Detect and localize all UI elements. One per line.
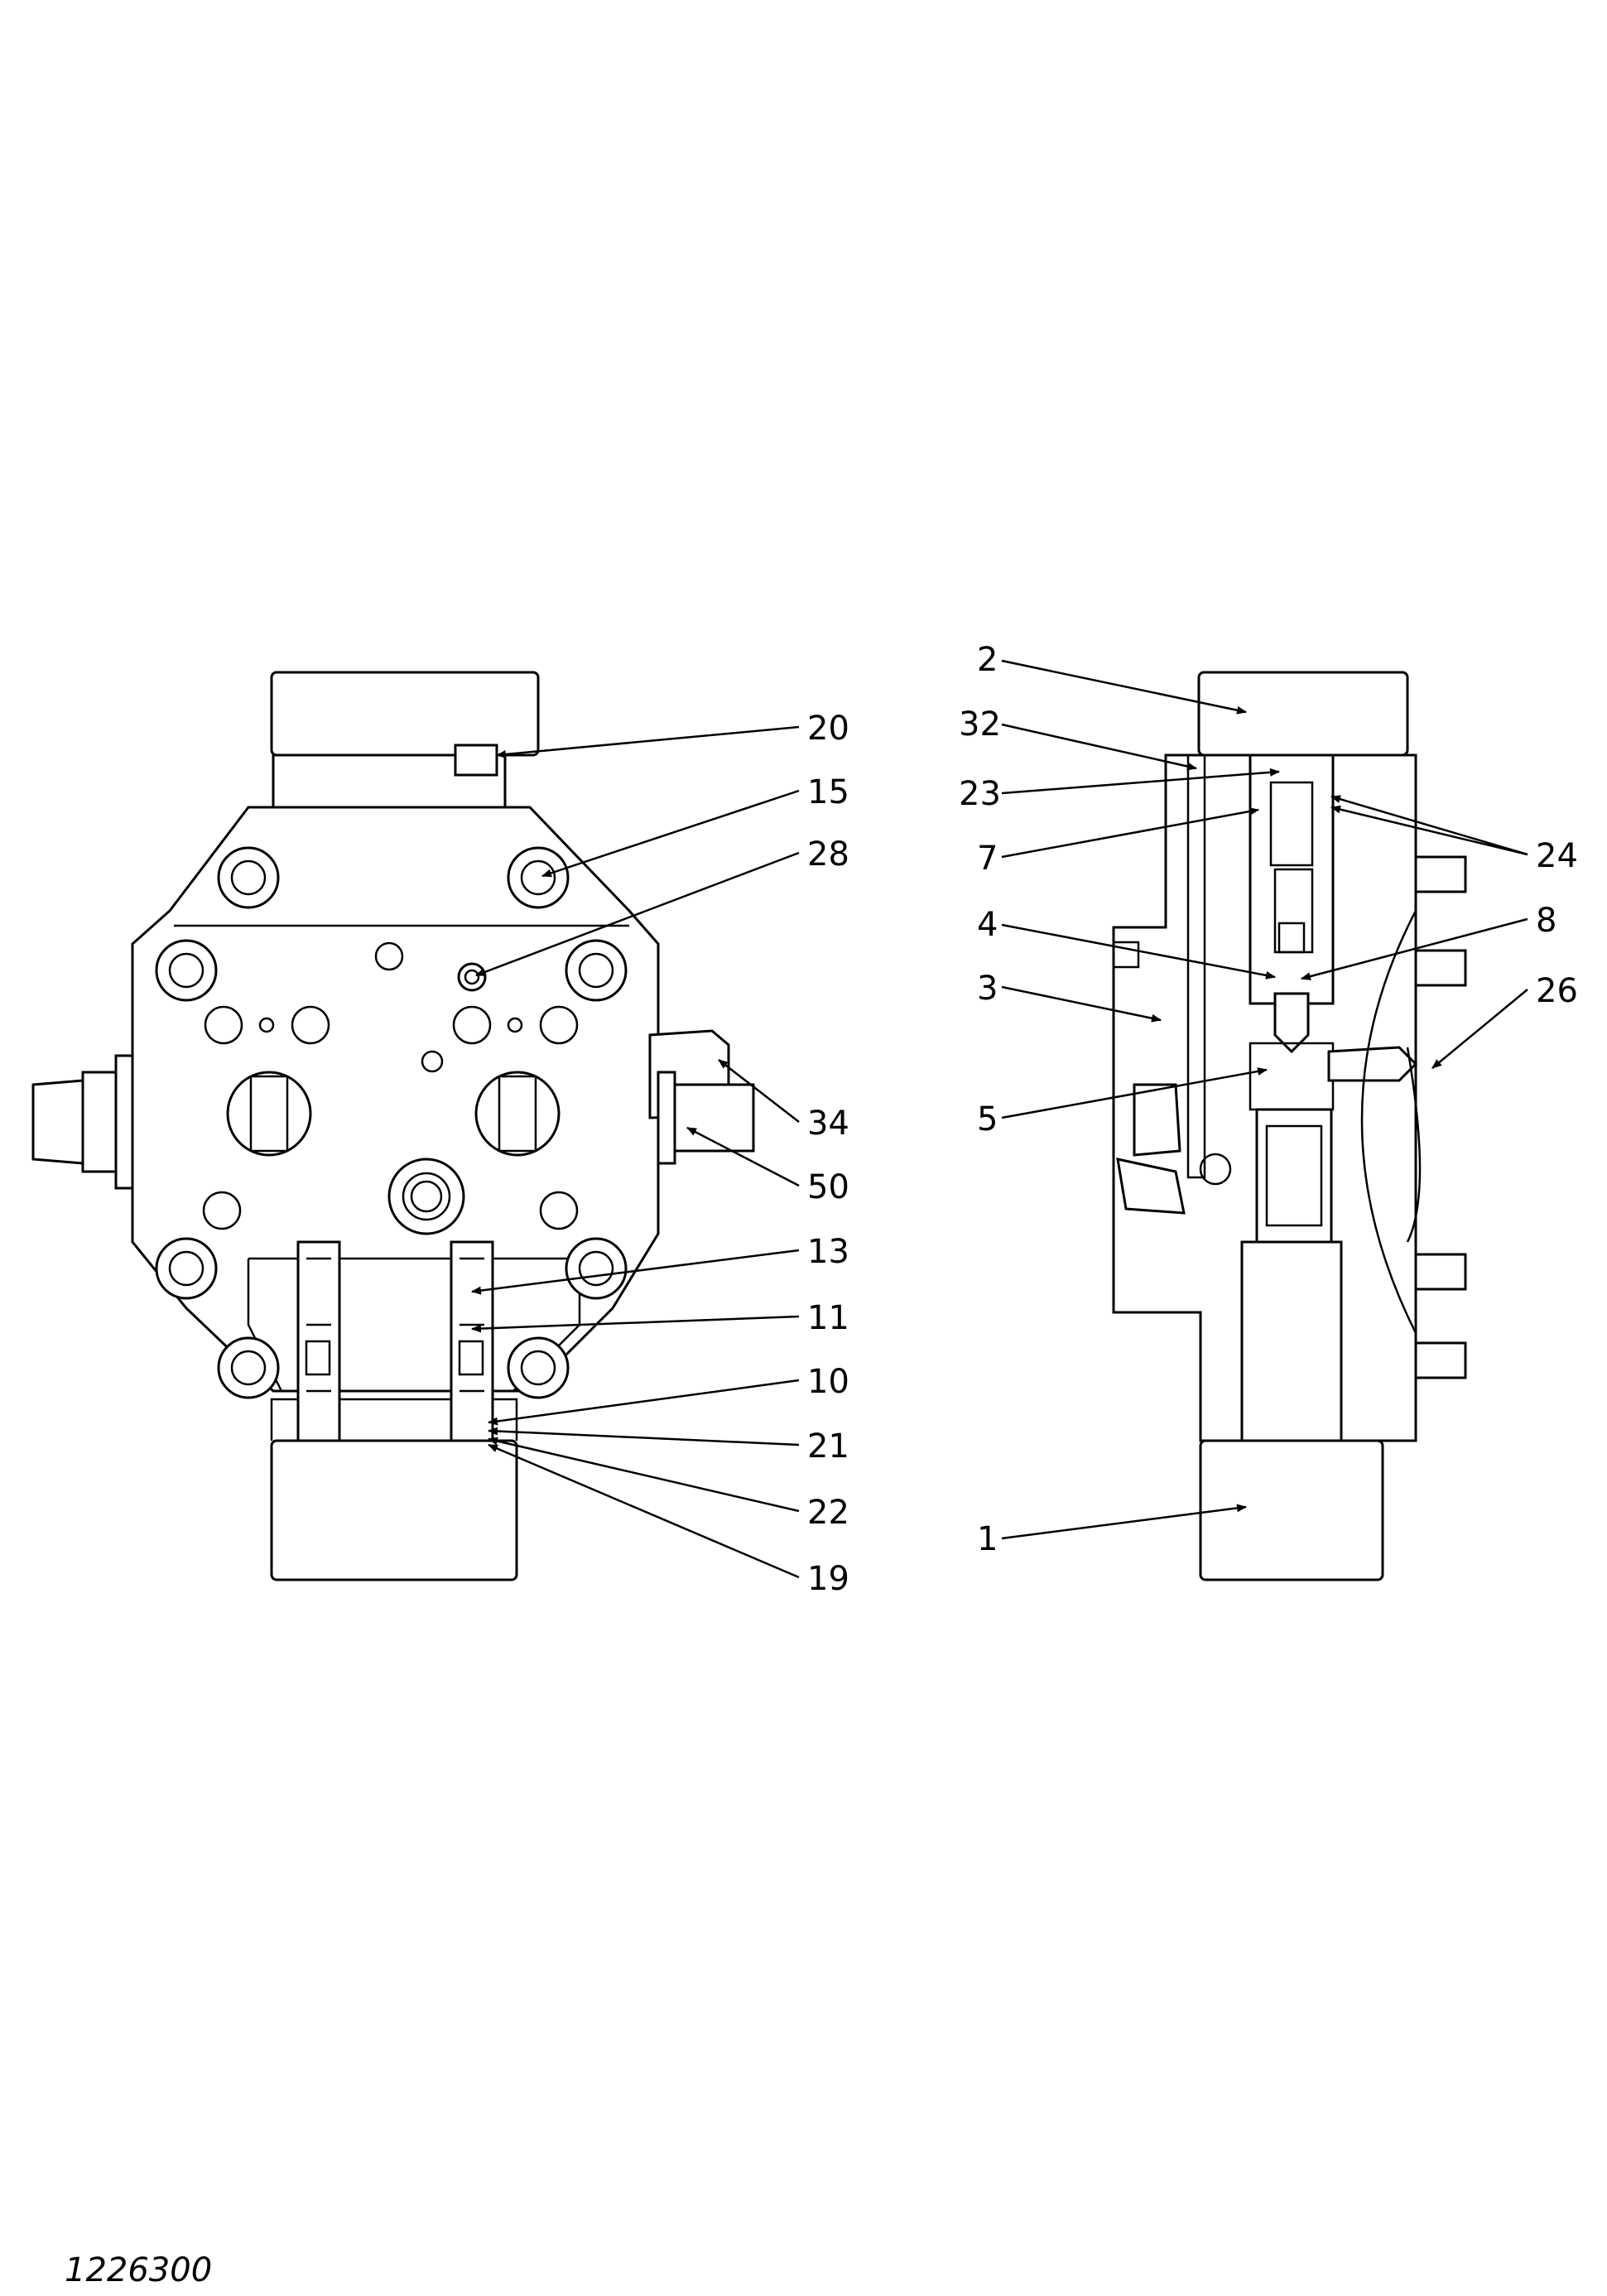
callout-4: 4: [977, 906, 998, 944]
callout-3: 3: [977, 970, 998, 1008]
callout-2: 2: [977, 641, 998, 679]
callout-19: 19: [807, 1560, 849, 1598]
callout-32: 32: [959, 705, 1001, 744]
callout-22: 22: [807, 1494, 849, 1532]
callout-50: 50: [807, 1168, 849, 1206]
callout-10: 10: [807, 1363, 849, 1401]
right-callout-leaders: [1001, 659, 1528, 1540]
callout-26: 26: [1536, 972, 1578, 1010]
callout-5: 5: [977, 1100, 998, 1138]
callout-28: 28: [807, 835, 849, 874]
right-view-section: [1112, 671, 1467, 1581]
callout-13: 13: [807, 1233, 849, 1271]
left-callout-leaders: [471, 725, 800, 1579]
callout-20: 20: [807, 710, 849, 748]
callout-7: 7: [977, 840, 998, 878]
callout-24: 24: [1536, 837, 1578, 875]
right-callout-labels: 2 32 23 7 24 4 8 3 26 5 1: [959, 641, 1578, 1558]
left-view-valve-body: [31, 671, 755, 1581]
callout-11: 11: [807, 1299, 849, 1337]
callout-21: 21: [807, 1427, 849, 1466]
callout-8: 8: [1536, 902, 1556, 940]
callout-15: 15: [807, 773, 849, 811]
hex-bolt-icon: [155, 846, 628, 1399]
callout-23: 23: [959, 775, 1001, 813]
callout-34: 34: [807, 1105, 849, 1143]
left-callout-labels: 20 15 28 34 50 13 11 10 21 22 19: [807, 710, 849, 1598]
figure-reference-number: 1226300: [65, 2251, 212, 2289]
callout-1: 1: [977, 1520, 998, 1558]
